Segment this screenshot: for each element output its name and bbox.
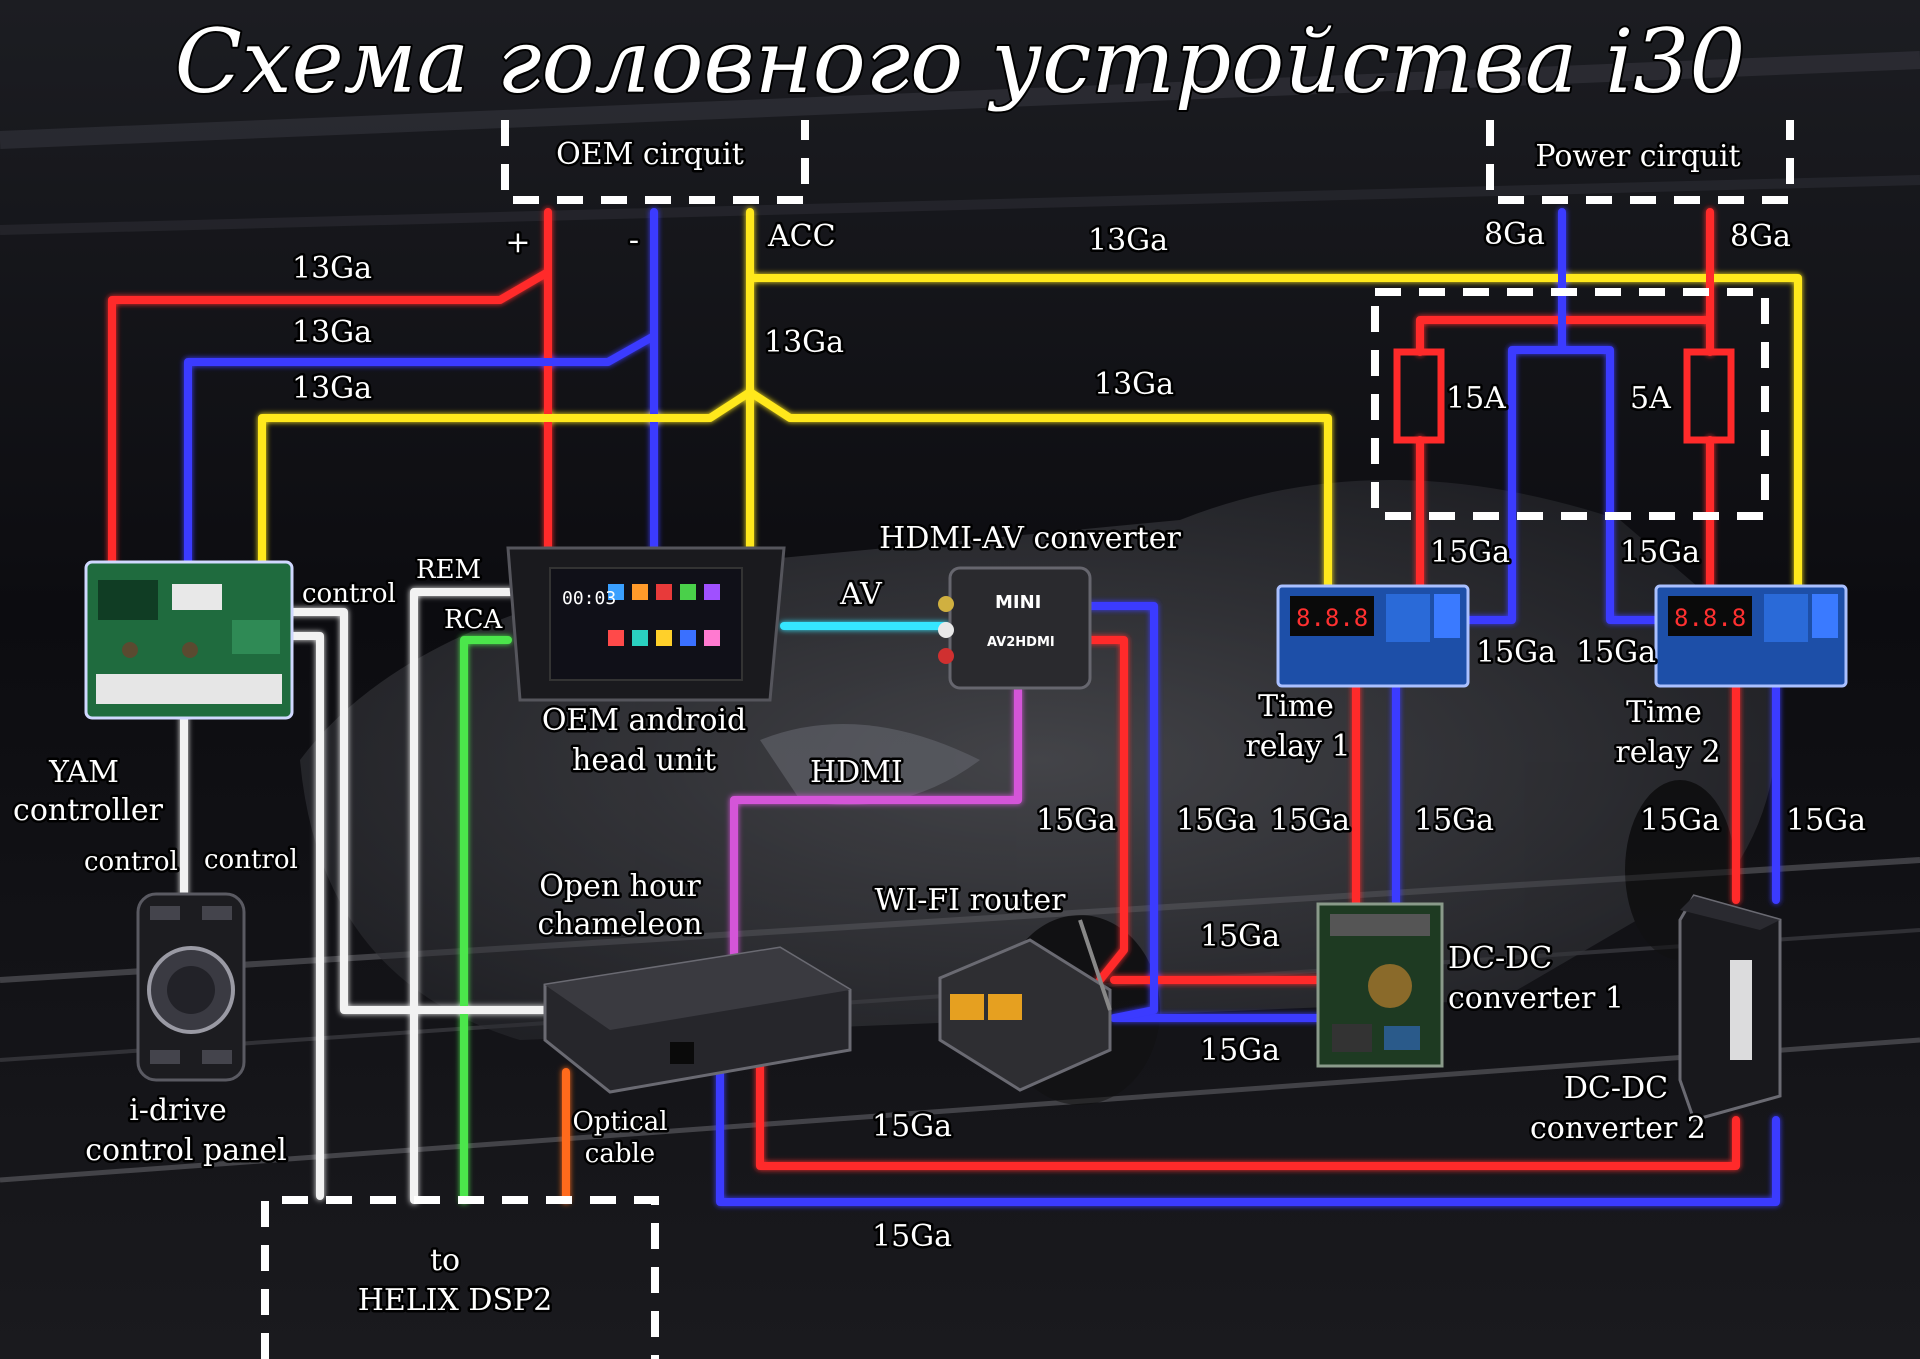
control-label-right: control [204,845,298,875]
gauge-15ga-mid2: 15Ga [1270,803,1350,838]
chameleon-label-line1: Open hour [539,869,701,904]
open-hour-chameleon-device[interactable] [543,946,852,1094]
wire-rem-control [410,588,516,1204]
relay-2-label-line2: relay 2 [1615,735,1720,770]
yam-controller-board[interactable] [84,560,294,720]
wire-acc-main [258,208,1802,594]
dcdc-2-label-line1: DC-DC [1564,1071,1668,1106]
relay-2-label-line1: Time [1626,695,1702,730]
hdmi-label: HDMI [810,755,903,790]
rca-label: RCA [444,605,503,635]
gauge-13ga-a: 13Ga [292,251,372,286]
head-unit-clock: 00:03 [562,588,616,609]
control-label-top: control [302,579,396,609]
relay-1-display: 8.8.8 [1296,604,1368,632]
oem-circuit-box [501,120,809,204]
wire-oem-ground-to-yam [184,208,658,570]
gauge-15ga-bottom2: 15Ga [872,1219,952,1254]
rem-label: REM [416,555,481,585]
hdmi-av-converter-label: HDMI-AV converter [879,521,1181,556]
wire-oem-plus-to-yam [108,208,552,570]
gauge-15ga-router2: 15Ga [1200,1033,1280,1068]
control-label-left: control [84,847,178,877]
gauge-15ga-hdmi-side: 15Ga [1036,803,1116,838]
relay-1-label-line1: Time [1258,689,1334,724]
idrive-label-line2: control panel [85,1133,287,1168]
wire-dcdc2-to-chameleon-pos [756,1056,1740,1170]
idrive-label-line1: i-drive [129,1093,227,1128]
dcdc-1-label-line1: DC-DC [1448,941,1552,976]
time-relay-2-device[interactable]: 8.8.8 [1654,584,1848,688]
gauge-15ga-mid1: 15Ga [1176,803,1256,838]
dcdc-converter-2-device[interactable] [1678,894,1782,1122]
gauge-13ga-right: 13Ga [1094,367,1174,402]
gauge-15ga-relay2: 15Ga [1576,635,1656,670]
idrive-control-knob[interactable] [136,892,246,1082]
fuse-box [1371,288,1769,520]
relay-2-display: 8.8.8 [1674,604,1746,632]
fuse-15a-label: 15A [1446,381,1506,416]
gauge-15ga-relay1: 15Ga [1476,635,1556,670]
fuse-5a-label: 5A [1630,381,1671,416]
fuse-5a [1683,348,1735,444]
dcdc-converter-1-device[interactable] [1316,902,1444,1068]
time-relay-1-device[interactable]: 8.8.8 [1276,584,1470,688]
wire-yam-control-chameleon [288,608,549,1014]
wifi-router-device[interactable] [938,919,1112,1092]
hdmi-av-converter-device[interactable]: MINI AV2HDMI [938,566,1092,690]
gauge-13ga-top: 13Ga [1088,223,1168,258]
router-label: WI-FI router [875,883,1067,918]
chameleon-label-line2: chameleon [538,907,703,942]
converter-model: AV2HDMI [987,635,1055,650]
power-circuit-box [1486,120,1794,204]
head-unit-label-line1: OEM android [542,703,746,738]
head-unit-label-line2: head unit [572,743,716,778]
wire-converter-ground [1086,602,1158,1022]
relay-1-label-line2: relay 1 [1245,729,1350,764]
power-circuit-label: Power cirquit [1535,139,1740,174]
wire-yam-control-helix [288,632,324,1200]
gauge-15ga-far: 15Ga [1786,803,1866,838]
wire-hdmi-signal [730,686,1022,964]
terminal-minus: - [629,223,639,258]
gauge-13ga-b: 13Ga [292,315,372,350]
wire-power-ground [1464,208,1660,624]
helix-box [261,1196,659,1359]
gauge-8ga-right: 8Ga [1730,219,1791,254]
gauge-15ga-bottom1: 15Ga [872,1109,952,1144]
head-unit-app-icons [608,584,720,646]
yam-label-line2: controller [13,793,164,828]
terminal-plus: + [505,225,530,260]
helix-label-line1: to [430,1243,460,1278]
gauge-15ga-mid3: 15Ga [1414,803,1494,838]
yam-label-line1: YAM [48,755,119,790]
oem-circuit-label: OEM cirquit [556,137,744,172]
wires [108,208,1802,1206]
gauge-15ga-fuse1: 15Ga [1430,535,1510,570]
optical-label-line2: cable [585,1139,655,1169]
gauge-15ga-relay2-out: 15Ga [1640,803,1720,838]
gauge-8ga-left: 8Ga [1484,217,1545,252]
gauge-15ga-fuse2: 15Ga [1620,535,1700,570]
dcdc-2-label-line2: converter 2 [1530,1111,1706,1146]
diagram-title: Схема головного устройства i30 [175,10,1746,113]
gauge-13ga-mid: 13Ga [764,325,844,360]
wire-converter-power [1086,636,1128,984]
converter-brand: MINI [995,592,1041,613]
fuse-15a [1393,348,1445,444]
dcdc-1-label-line2: converter 1 [1448,981,1624,1016]
oem-android-head-unit[interactable]: 00:03 [506,546,786,702]
wire-dcdc2-to-chameleon-gnd [716,1060,1780,1206]
terminal-acc: ACC [767,219,836,254]
optical-label-line1: Optical [572,1107,667,1137]
helix-label-line2: HELIX DSP2 [358,1283,553,1318]
gauge-13ga-c: 13Ga [292,371,372,406]
av-label: AV [839,577,883,612]
gauge-15ga-router1: 15Ga [1200,919,1280,954]
